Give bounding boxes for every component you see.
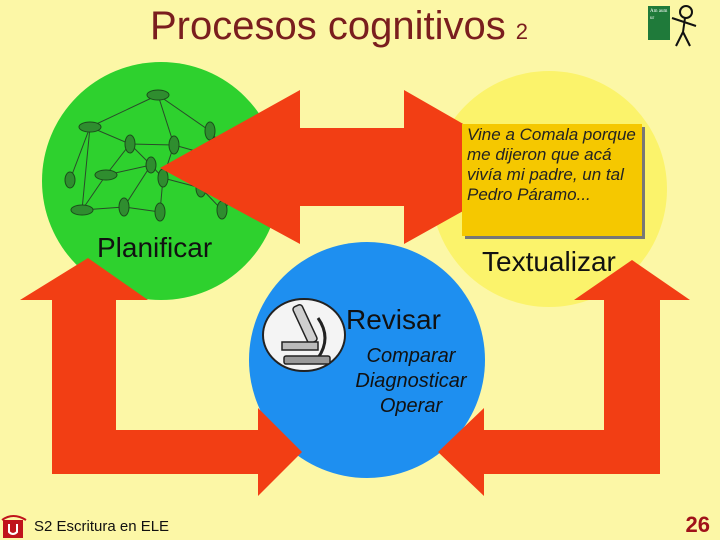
university-logo-icon [1, 515, 27, 538]
label-revisar: Revisar [346, 304, 441, 335]
title-text: Procesos cognitivos [150, 4, 506, 48]
title-number: 2 [515, 19, 528, 44]
label-planificar: Planificar [97, 232, 213, 263]
badge-icon: Am aum ur [648, 6, 670, 40]
arrow-left-up [20, 258, 302, 496]
page-number: 26 [685, 512, 710, 537]
quote-text: Vine a Comala porque me dijeron que acá … [467, 125, 636, 204]
stick-figure-icon [671, 5, 697, 47]
microscope-icon [262, 298, 346, 372]
label-textualizar: Textualizar [482, 246, 616, 277]
subitem-diagnosticar: Diagnosticar [355, 370, 467, 392]
quote-note [462, 124, 642, 236]
revisar-subitems: Comparar Diagnosticar Operar [336, 344, 486, 419]
subitem-operar: Operar [379, 395, 443, 417]
arrow-right-up [438, 260, 690, 496]
footer-text: S2 Escritura en ELE [34, 518, 170, 535]
subitem-comparar: Comparar [366, 345, 456, 367]
double-arrow-top [160, 90, 540, 244]
page-title: Procesos cognitivos 2 [150, 4, 528, 49]
